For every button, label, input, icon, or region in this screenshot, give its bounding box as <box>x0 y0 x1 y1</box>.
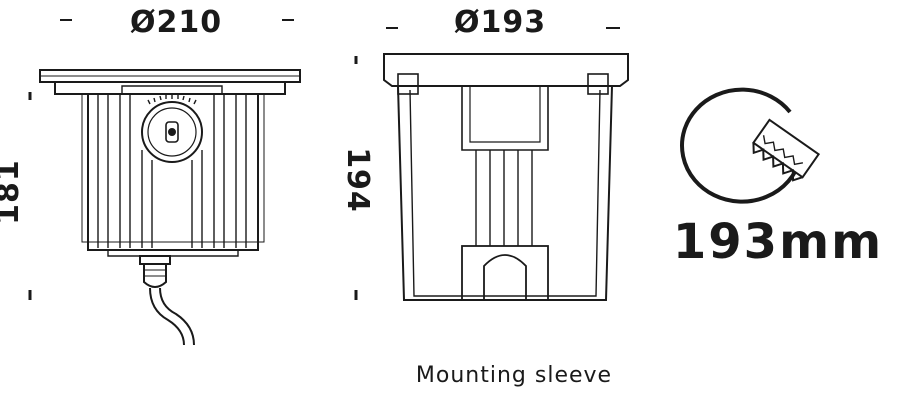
sleeve-channel <box>461 86 549 151</box>
cutout-size-label: 193mm <box>673 214 883 270</box>
cable-entry <box>461 245 549 301</box>
mounting-sleeve <box>383 53 629 301</box>
fixture-rim <box>54 81 286 95</box>
cable-gland <box>139 255 171 265</box>
dimension-arrows-middle <box>354 27 620 300</box>
fixture-diameter-label: Ø210 <box>130 5 222 40</box>
dimension-arrows-left <box>28 19 294 300</box>
circular-saw-cutout-icon <box>680 87 821 204</box>
sleeve-body <box>397 85 613 301</box>
fixture-height-label: 181 <box>0 159 26 225</box>
sleeve-height-label: 194 <box>340 147 375 213</box>
fixture-fins <box>97 94 247 248</box>
sleeve-caption: Mounting sleeve <box>416 363 612 388</box>
dial-scale <box>147 95 197 105</box>
adjustment-dial <box>141 101 203 163</box>
uplight-fixture <box>39 69 301 346</box>
power-cable <box>149 287 185 346</box>
sleeve-diameter-label: Ø193 <box>454 5 546 40</box>
sleeve-column <box>475 150 533 246</box>
sleeve-flange <box>383 53 629 87</box>
fixture-housing <box>87 94 259 251</box>
